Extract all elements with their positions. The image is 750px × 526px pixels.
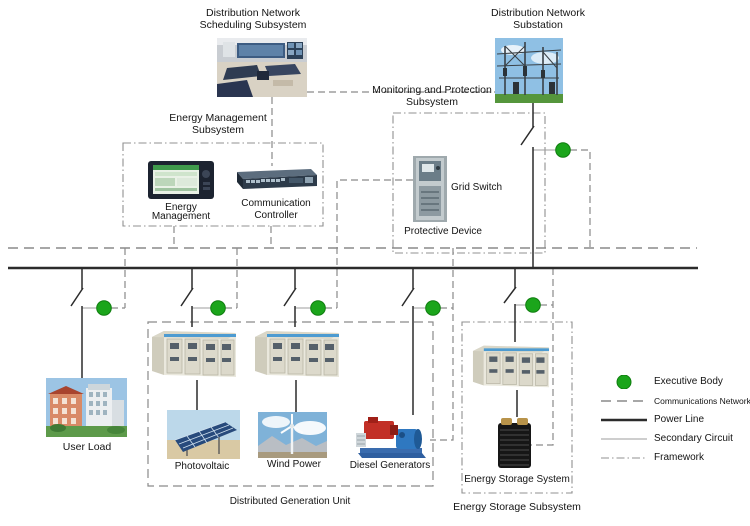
- legend-label: Executive Body: [654, 376, 723, 387]
- energy-storage-system-label: Energy Storage System: [464, 474, 570, 485]
- user-load-switch: [70, 268, 84, 378]
- dash-dot-line-icon: [598, 451, 650, 465]
- pv-branch-switch: [180, 268, 194, 327]
- dashed-line-icon: [598, 394, 650, 408]
- legend-row-executive-body: Executive Body: [598, 374, 748, 389]
- legend-row-communications-network: Communications Network: [598, 393, 750, 408]
- protective-device-label: Protective Device: [404, 226, 482, 237]
- control-room-image: [217, 38, 307, 97]
- legend-label: Communications Network: [654, 395, 750, 406]
- legend: Executive Body Communications Network Po…: [598, 374, 750, 465]
- communication-controller-image: [233, 166, 317, 190]
- thin-line-icon: [598, 432, 650, 446]
- wind-power-image: [258, 412, 327, 458]
- comms-grid-switch-dot: [570, 149, 591, 248]
- distributed-generation-unit-label: Distributed Generation Unit: [229, 496, 351, 507]
- switchgear-cabinet-pv-image: [150, 327, 238, 380]
- grid-switch-label: Grid Switch: [451, 182, 503, 193]
- executive-body-wind: [310, 300, 326, 316]
- executive-body-grid-switch: [555, 142, 571, 158]
- comms-protective-device: [336, 179, 413, 308]
- legend-row-framework: Framework: [598, 450, 748, 465]
- executive-body-dot-icon: [598, 374, 650, 389]
- user-load-image: [46, 378, 127, 437]
- wind-power-label: Wind Power: [267, 459, 321, 470]
- legend-label: Framework: [654, 452, 705, 463]
- distributed-generation-box: [147, 321, 434, 487]
- substation-image: [495, 38, 563, 103]
- substation-feeder-switch: [520, 103, 535, 268]
- energy-management-box: [122, 142, 324, 227]
- executive-body-pv: [210, 300, 226, 316]
- executive-body-user-load: [96, 300, 112, 316]
- thick-line-icon: [598, 413, 650, 427]
- monitoring-protection-box: [392, 112, 546, 254]
- photovoltaic-label: Photovoltaic: [174, 461, 230, 472]
- battery-stack-image: [496, 417, 533, 470]
- legend-label: Secondary Circuit: [654, 433, 733, 444]
- energy-storage-box: [461, 321, 573, 494]
- energy-management-device-image: [148, 160, 214, 200]
- wind-branch-switch: [283, 268, 297, 327]
- legend-row-secondary-circuit: Secondary Circuit: [598, 431, 748, 446]
- legend-label: Power Line: [654, 414, 705, 425]
- protective-device-image: [413, 156, 447, 222]
- diesel-generators-label: Diesel Generators: [349, 460, 431, 471]
- executive-body-storage: [525, 297, 541, 313]
- diesel-generator-image: [350, 415, 430, 460]
- legend-row-power-line: Power Line: [598, 412, 748, 427]
- switchgear-cabinet-storage-image: [468, 342, 554, 390]
- user-load-label: User Load: [62, 441, 112, 453]
- diesel-branch-switch: [401, 268, 415, 415]
- executive-body-diesel: [425, 300, 441, 316]
- storage-branch-switch: [503, 268, 517, 342]
- energy-storage-subsystem-label: Energy Storage Subsystem: [453, 501, 581, 513]
- photovoltaic-image: [167, 410, 240, 459]
- switchgear-cabinet-wind-image: [253, 327, 341, 380]
